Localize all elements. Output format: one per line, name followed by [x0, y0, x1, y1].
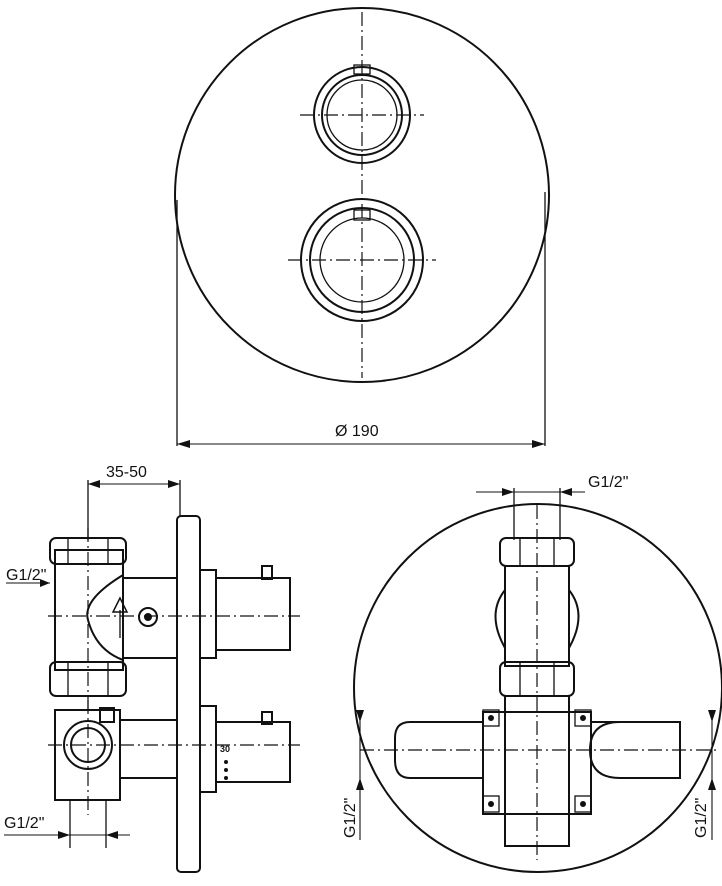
front-plate-outline [174, 7, 550, 383]
rear-view: G1/2" [342, 474, 722, 873]
front-view: Ø 190 [174, 7, 550, 448]
mounting-screw [482, 795, 500, 813]
thread-left-upper-label: G1/2" [6, 567, 46, 584]
mounting-screw [574, 795, 592, 813]
thread-left-lower-label: G1/2" [4, 815, 44, 832]
thread-right-right-label: G1/2" [693, 798, 710, 838]
side-view: 35-50 30 [4, 464, 300, 873]
diameter-dimension: Ø 190 [177, 423, 545, 448]
depth-range-label: 35-50 [106, 464, 147, 481]
mounting-screw [482, 709, 500, 727]
diameter-label: Ø 190 [335, 423, 379, 440]
mounting-screw [574, 709, 592, 727]
wall-plate [176, 515, 201, 873]
scale-mark-30: 30 [220, 744, 230, 754]
thread-right-left-label: G1/2" [342, 798, 359, 838]
rear-plate-outline [353, 503, 722, 873]
thread-top-label: G1/2" [588, 474, 628, 491]
